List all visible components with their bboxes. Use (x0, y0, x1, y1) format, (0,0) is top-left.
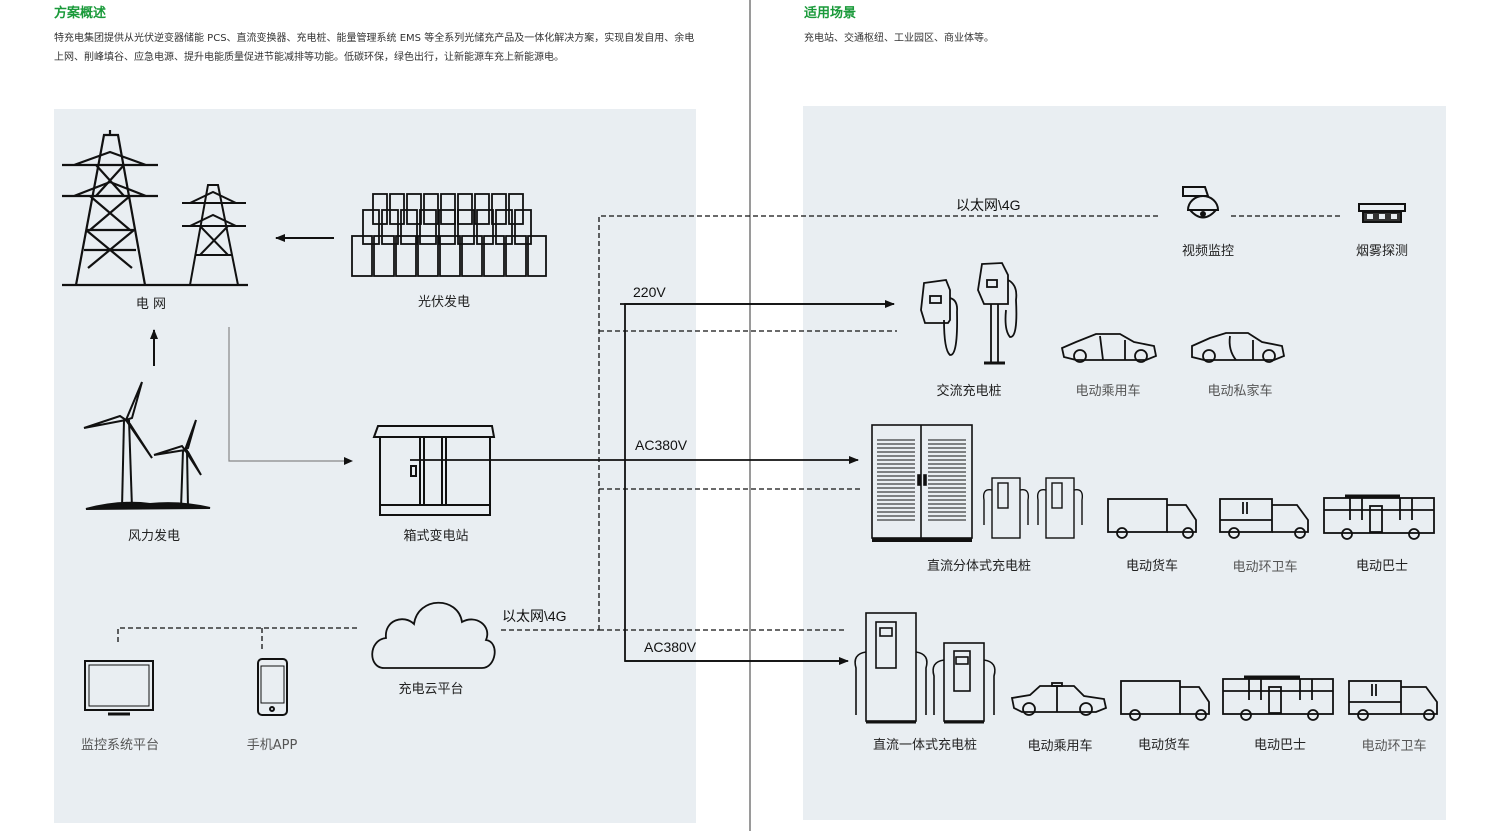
v220-label: 220V (633, 284, 666, 300)
phone-icon (257, 658, 288, 716)
dc-split-cabinet-icon (871, 424, 973, 542)
passenger-car-icon (1060, 333, 1158, 363)
wind-label: 风力发电 (127, 529, 181, 544)
ev-sanitation-1-label: 电动环卫车 (1232, 560, 1298, 575)
page-divider (749, 0, 751, 831)
dc-split-label: 直流分体式充电桩 (926, 559, 1032, 574)
scenarios-title: 适用场景 (804, 6, 857, 21)
smoke-detector-icon (1358, 203, 1406, 223)
dc-integrated-charger-icon (854, 612, 996, 724)
ethernet-cloud-label: 以太网\4G (502, 608, 567, 624)
cloud-monitor-line (117, 627, 360, 642)
ev-truck-2-label: 电动货车 (1137, 738, 1191, 753)
ac-charger-icon (920, 262, 1018, 365)
scenarios-text: 充电站、交通枢纽、工业园区、商业体等。 (804, 33, 994, 44)
ev-passenger-2-label: 电动乘用车 (1027, 739, 1093, 754)
ac-charger-label: 交流充电桩 (936, 384, 1002, 399)
box-substation-icon (372, 425, 496, 516)
left-diagram-panel (54, 109, 696, 823)
pv-label: 光伏发电 (417, 295, 471, 310)
power-tower-small-icon (182, 184, 246, 286)
wind-turbine-icon (83, 381, 211, 510)
ev-truck-1-label: 电动货车 (1125, 559, 1179, 574)
ev-sanitation-2-label: 电动环卫车 (1361, 739, 1427, 754)
ac380-split-label: AC380V (635, 437, 688, 453)
sanitation-truck-icon (1219, 498, 1309, 539)
ev-private-label: 电动私家车 (1207, 384, 1273, 399)
video-label: 视频监控 (1181, 244, 1235, 259)
monitor-icon (84, 660, 154, 716)
smoke-label: 烟雾探测 (1355, 244, 1409, 259)
monitor-label: 监控系统平台 (80, 738, 160, 753)
overview-text-line-2: 上网、削峰填谷、应急电源、提升电能质量促进节能减排等功能。低碳环保，绿色出行，让… (54, 52, 564, 63)
ev-bus-1-label: 电动巴士 (1355, 559, 1409, 574)
power-trunk-line (624, 303, 894, 662)
overview-title: 方案概述 (54, 6, 107, 21)
electric-truck-2-icon (1120, 680, 1210, 721)
overview-text: 特充电集团提供从光伏逆变器储能 PCS、直流变换器、充电桩、能量管理系统 EMS… (54, 29, 714, 67)
electric-truck-icon (1107, 498, 1197, 539)
ac380-integrated-label: AC380V (644, 639, 697, 655)
sanitation-truck-2-icon (1348, 680, 1438, 721)
ethernet-trunk-line (598, 215, 1158, 630)
electric-bus-icon (1323, 494, 1435, 540)
grid-to-substation-line (228, 327, 350, 462)
right-diagram-panel (803, 106, 1446, 820)
substation-label: 箱式变电站 (403, 529, 469, 544)
taxi-car-icon (1010, 682, 1108, 716)
solar-panel-icon (351, 193, 547, 277)
grid-label: 电 网 (135, 297, 167, 312)
private-car-icon (1191, 332, 1286, 363)
dc-integrated-label: 直流一体式充电桩 (872, 738, 978, 753)
ev-passenger-1-label: 电动乘用车 (1075, 384, 1141, 399)
overview-text-line-1: 特充电集团提供从光伏逆变器储能 PCS、直流变换器、充电桩、能量管理系统 EMS… (54, 33, 695, 44)
power-tower-icon (62, 130, 248, 287)
cloud-icon (371, 601, 496, 669)
ev-bus-2-label: 电动巴士 (1253, 738, 1307, 753)
video-camera-icon (1182, 186, 1220, 219)
dc-split-terminal-icon (982, 477, 1084, 539)
app-label: 手机APP (246, 738, 298, 753)
cloud-label: 充电云平台 (398, 682, 464, 697)
ethernet-top-label: 以太网\4G (956, 197, 1021, 213)
electric-bus-2-icon (1222, 675, 1334, 721)
